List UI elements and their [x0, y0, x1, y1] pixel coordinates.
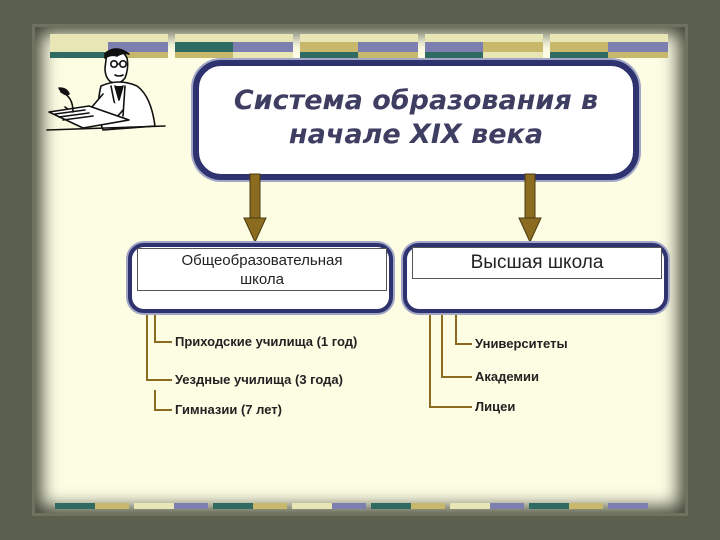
- category-label-general: Общеобразовательная школа: [137, 248, 387, 291]
- scholar-writing-icon: [46, 48, 166, 131]
- diagram-title: Система образования в начале XIX века: [233, 85, 599, 150]
- list-item: Приходские училища (1 год): [175, 334, 358, 349]
- list-item: Уездные училища (3 года): [175, 372, 343, 387]
- list-item: Академии: [475, 369, 540, 384]
- right-branch-connectors: [429, 313, 472, 408]
- arrow-right: [518, 173, 542, 244]
- category-label-higher: Высшая школа: [412, 247, 662, 279]
- list-item: Гимназии (7 лет): [175, 402, 282, 417]
- left-branch-connectors: [146, 313, 172, 411]
- list-item: Университеты: [475, 336, 568, 351]
- list-item: Лицеи: [475, 399, 516, 414]
- arrow-left: [243, 173, 267, 244]
- title-box: Система образования в начале XIX века: [193, 60, 639, 180]
